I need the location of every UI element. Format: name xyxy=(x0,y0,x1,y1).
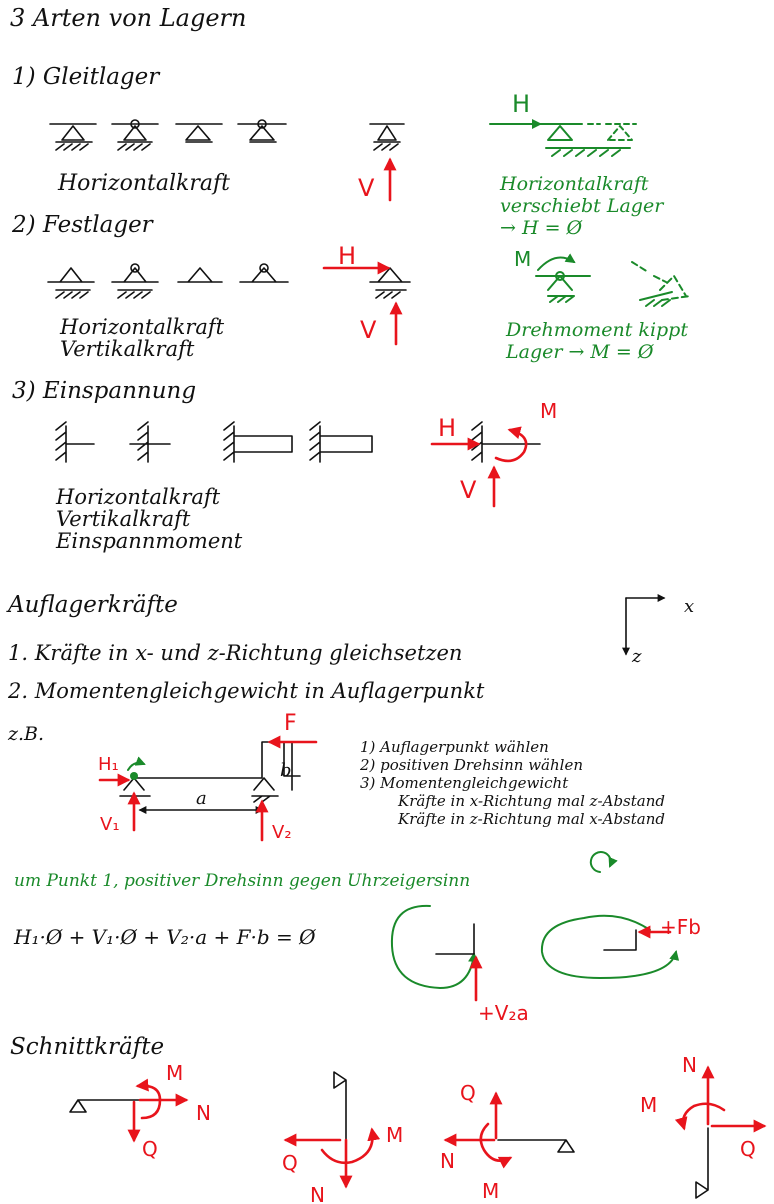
axis-z-label: z xyxy=(631,646,642,667)
caption-einspannung-3: Einspannmoment xyxy=(55,529,243,553)
auflager-step-1: 1. Kräfte in x- und z-Richtung gleichset… xyxy=(8,641,462,665)
moment-equation: H₁·Ø + V₁·Ø + V₂·a + F·b = Ø xyxy=(13,925,316,949)
tipping-bearing-sketch xyxy=(535,253,691,307)
coordinate-axes xyxy=(622,594,666,656)
cut-diagram-1 xyxy=(69,1078,189,1143)
label-V2a: +V₂a xyxy=(478,1001,529,1025)
note-m-line2: Lager → M = Ø xyxy=(505,341,654,363)
list-item-2: 2) positiven Drehsinn wählen xyxy=(359,756,583,774)
caption-einspannung-1: Horizontalkraft xyxy=(55,485,221,509)
cut-diagram-4 xyxy=(674,1065,767,1199)
label-b: b xyxy=(280,760,292,781)
moment-label-3: M xyxy=(540,399,557,423)
moment-loop-v2 xyxy=(390,904,483,1002)
sliding-bearing-shift-sketch xyxy=(539,123,637,157)
section-title-einspannung: 3) Einspannung xyxy=(12,378,196,404)
section-title-festlager: 2) Festlager xyxy=(11,212,155,238)
force-v-label-2: V xyxy=(360,316,377,344)
label-N-1: N xyxy=(196,1101,211,1125)
label-M-3: M xyxy=(482,1179,499,1203)
ccw-icon xyxy=(589,851,618,873)
label-Q-4: Q xyxy=(740,1137,756,1161)
label-M-2: M xyxy=(386,1123,403,1147)
moment-label-2: M xyxy=(514,247,531,271)
positive-sense-arrow-small xyxy=(127,756,146,771)
label-Q-2: Q xyxy=(282,1151,298,1175)
einspannung-symbols xyxy=(55,421,541,463)
label-Q-3: Q xyxy=(460,1081,476,1105)
caption-festlager-1: Horizontalkraft xyxy=(59,315,225,339)
green-note-drehsinn: um Punkt 1, positiver Drehsinn gegen Uhr… xyxy=(14,871,470,891)
label-V1: V₁ xyxy=(100,814,120,835)
label-Q-1: Q xyxy=(142,1137,158,1161)
force-h-label-2: H xyxy=(338,242,356,270)
cut-diagram-3 xyxy=(443,1091,575,1169)
force-h-label-1: H xyxy=(512,90,530,118)
cut-diagram-2 xyxy=(283,1071,381,1189)
list-item-1: 1) Auflagerpunkt wählen xyxy=(360,738,549,756)
list-item-3a: Kräfte in x-Richtung mal z-Abstand xyxy=(397,792,665,810)
list-item-3b: Kräfte in z-Richtung mal x-Abstand xyxy=(397,810,665,828)
auflager-step-2: 2. Momentengleichgewicht in Auflagerpunk… xyxy=(7,679,485,703)
label-M-1: M xyxy=(166,1061,183,1085)
caption-festlager-2: Vertikalkraft xyxy=(60,337,195,361)
section-title-auflagerkraefte: Auflagerkräfte xyxy=(6,592,178,618)
moment-loop-fb xyxy=(540,914,680,979)
page-heading: 3 Arten von Lagern xyxy=(10,4,246,32)
force-v-label-3: V xyxy=(460,476,477,504)
example-beam xyxy=(119,741,301,814)
label-Fb: +Fb xyxy=(660,915,701,939)
section-title-schnittkraefte: Schnittkräfte xyxy=(10,1034,164,1060)
label-H1: H₁ xyxy=(98,754,119,775)
force-v-label-1: V xyxy=(358,174,375,202)
label-F: F xyxy=(284,711,297,736)
label-M-4: M xyxy=(640,1093,657,1117)
label-N-2: N xyxy=(310,1183,325,1204)
list-item-3: 3) Momentengleichgewicht xyxy=(360,774,569,792)
label-a: a xyxy=(196,788,207,809)
label-N-3: N xyxy=(440,1149,455,1173)
support-point-1 xyxy=(130,772,138,780)
note-m-line1: Drehmoment kippt xyxy=(505,319,688,341)
note-h-line2: verschiebt Lager xyxy=(500,195,665,217)
moment-arrow-3 xyxy=(494,426,528,463)
caption-horizontalkraft-1: Horizontalkraft xyxy=(57,171,230,196)
label-V2: V₂ xyxy=(272,822,292,843)
example-label: z.B. xyxy=(7,723,44,745)
note-h-line1: Horizontalkraft xyxy=(499,173,649,195)
label-N-4: N xyxy=(682,1053,697,1077)
force-h-label-3: H xyxy=(438,414,456,442)
note-h-line3: → H = Ø xyxy=(500,217,583,239)
axis-x-label: x xyxy=(684,596,694,617)
caption-einspannung-2: Vertikalkraft xyxy=(56,507,191,531)
festlager-symbols xyxy=(47,263,411,299)
section-title-gleitlager: 1) Gleitlager xyxy=(12,64,161,90)
gleitlager-symbols xyxy=(49,119,405,151)
